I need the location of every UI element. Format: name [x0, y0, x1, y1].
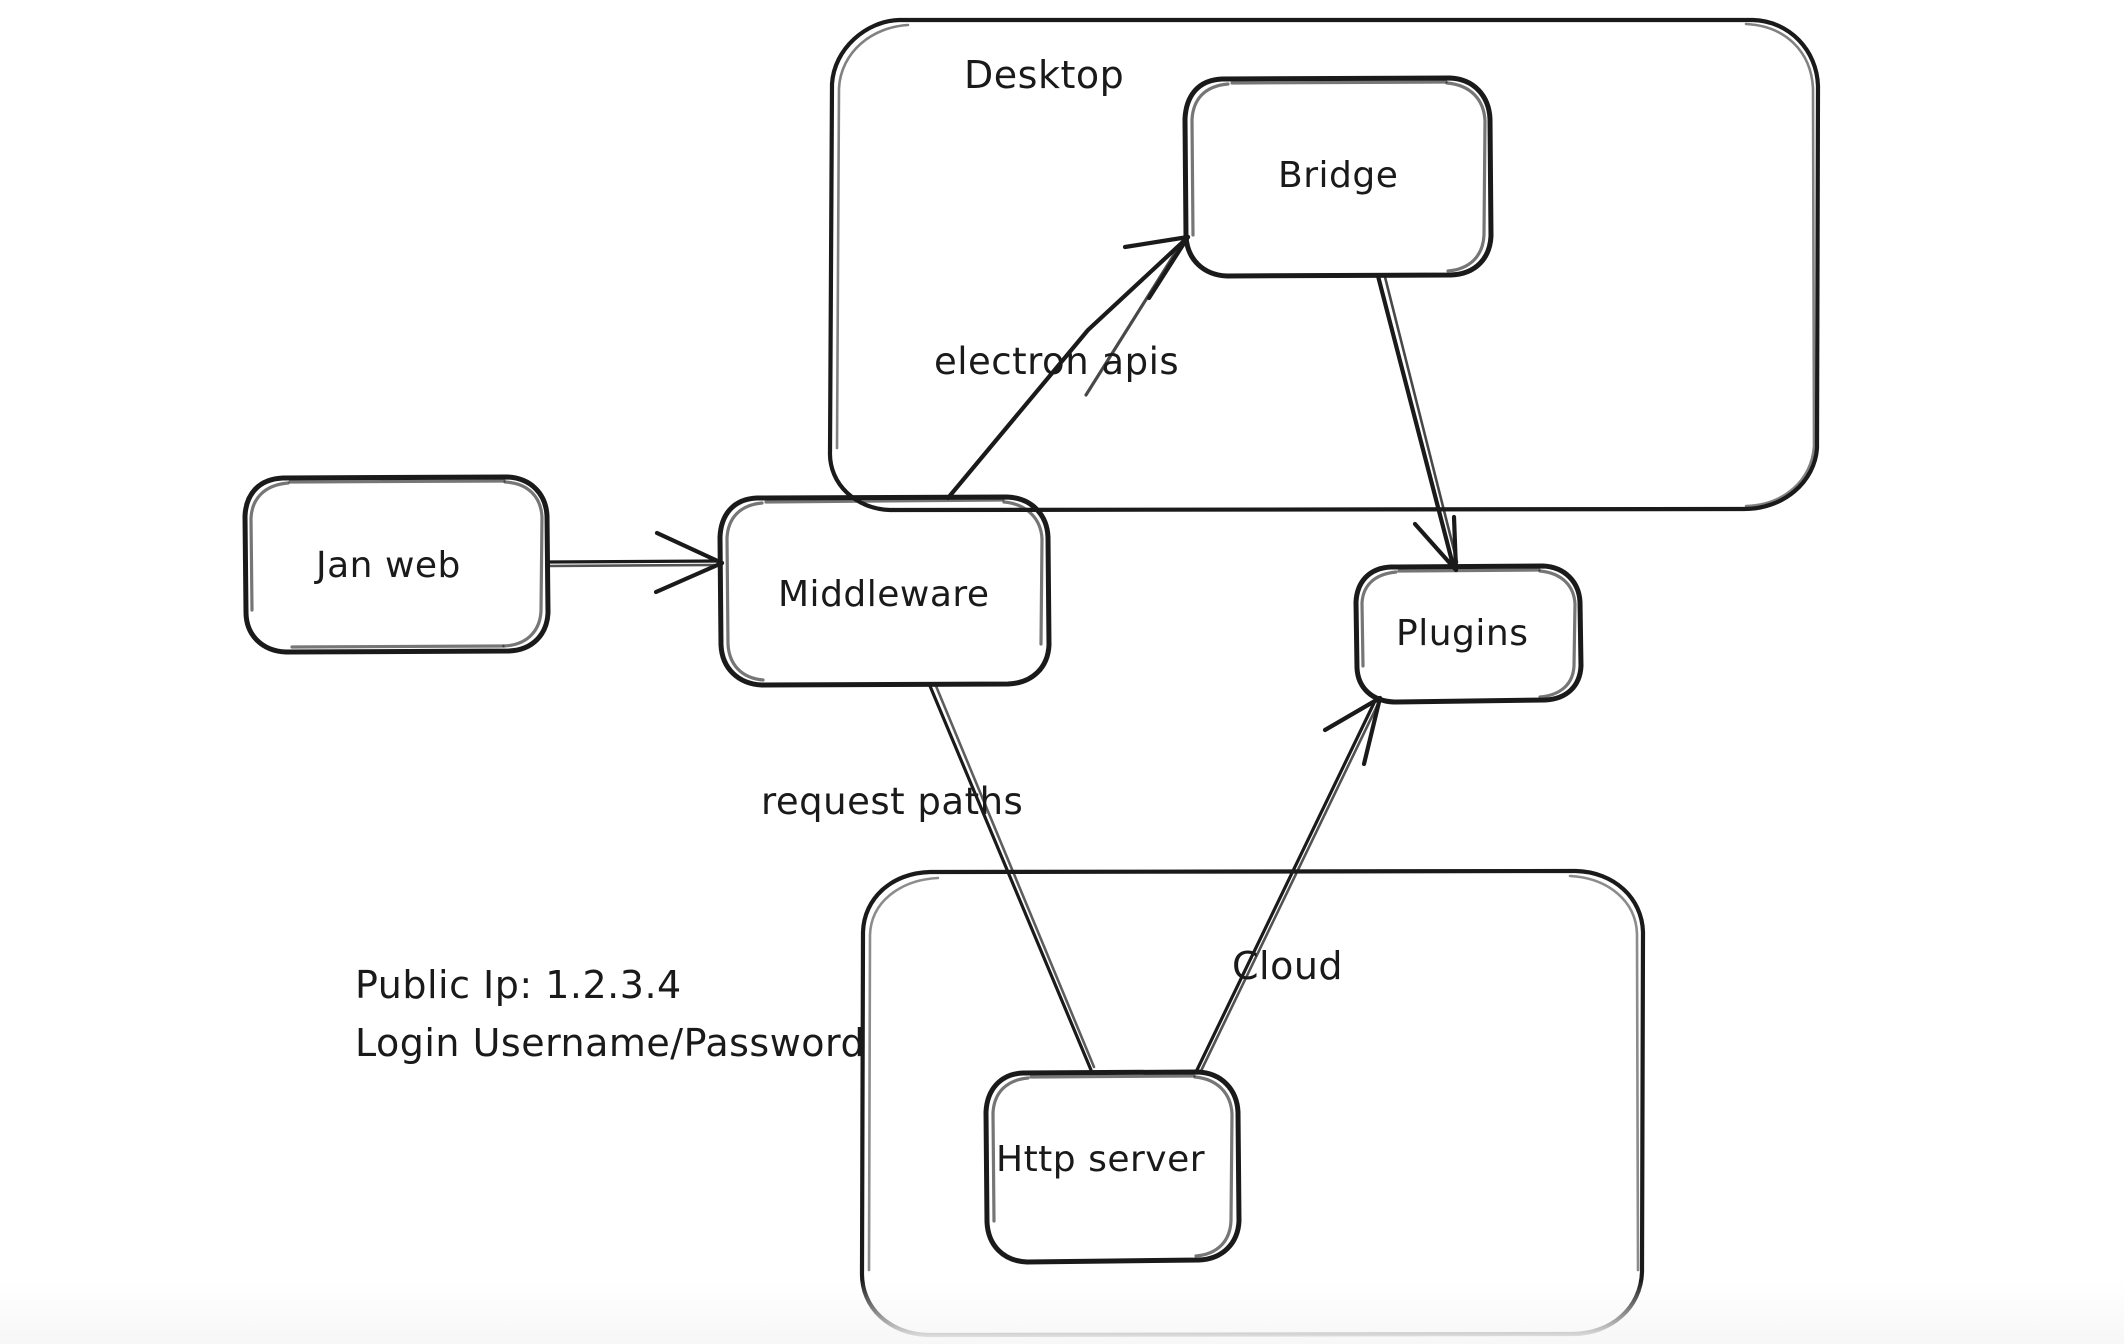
edge-bridge-to-plugins	[1375, 273, 1459, 573]
cloud-container-shape	[859, 868, 1646, 1338]
note-login-credentials: Login Username/Password	[355, 1021, 866, 1065]
bridge-node-label: Bridge	[1278, 155, 1399, 196]
edge-middleware-to-bridge	[945, 234, 1191, 501]
edge-label-request-paths: request paths	[761, 780, 1024, 823]
jan-web-node-label: Jan web	[316, 545, 461, 586]
http-server-box-shape	[983, 1069, 1242, 1265]
plugins-box-shape	[1353, 563, 1584, 705]
bridge-box-shape	[1182, 75, 1494, 279]
middleware-box-shape	[717, 494, 1052, 688]
edge-label-electron-apis: electron apis	[934, 340, 1180, 383]
edge-middleware-to-http-server	[928, 684, 1096, 1072]
cloud-container-label: Cloud	[1232, 944, 1344, 988]
edge-jan-web-to-middleware	[547, 530, 725, 595]
middleware-node-label: Middleware	[778, 574, 990, 615]
desktop-container-label: Desktop	[964, 53, 1125, 97]
note-public-ip: Public Ip: 1.2.3.4	[355, 963, 682, 1007]
jan-web-box-shape	[242, 474, 551, 655]
edge-http-server-to-plugins	[1194, 695, 1383, 1074]
http-server-node-label: Http server	[996, 1139, 1206, 1180]
plugins-node-label: Plugins	[1396, 613, 1529, 654]
desktop-container-shape	[827, 17, 1821, 513]
